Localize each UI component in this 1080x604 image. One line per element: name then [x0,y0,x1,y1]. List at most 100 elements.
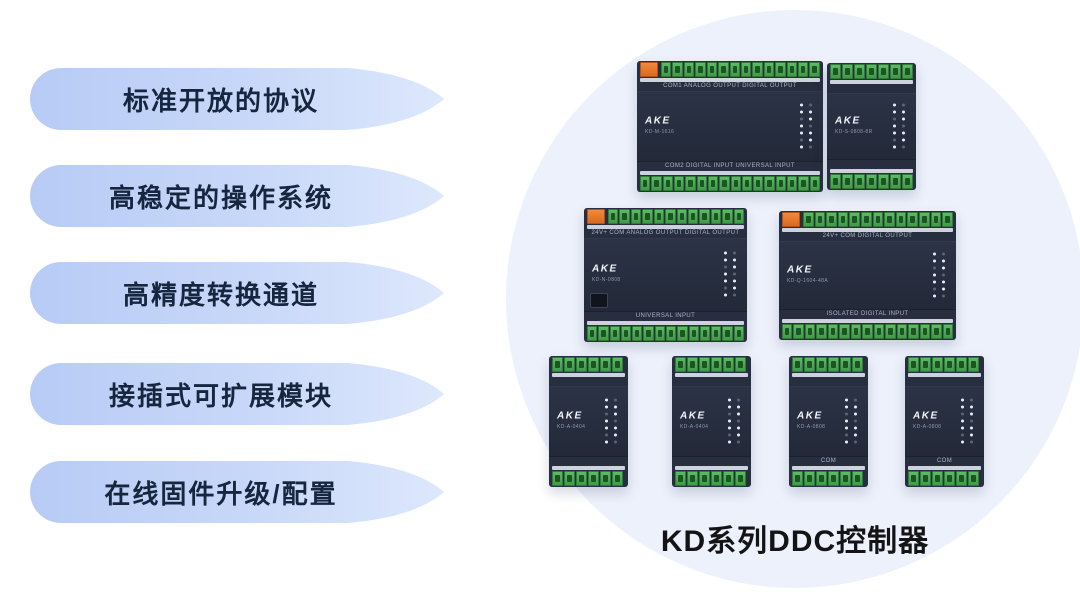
pill-arrow-shape [30,262,444,324]
led-dot [800,145,803,148]
pill-arrow-shape [30,461,444,523]
led-indicators [933,252,947,299]
terminal-block [707,176,719,191]
terminal-block [740,62,752,77]
terminal-number-strip [792,373,865,377]
led-dot [902,131,905,134]
terminal-block [733,326,744,341]
port-labels-top [789,377,868,386]
terminal-row-bottom [905,470,984,487]
terminal-number-strip [675,373,748,377]
terminal-block [804,324,816,339]
terminal-block [651,176,662,191]
pill-arrow-shape [30,68,444,130]
led-dot [605,398,608,401]
led-indicators [724,251,738,299]
terminal-block [932,471,943,486]
terminal-block [687,209,699,224]
model-label: KD-N-0808 [592,277,621,284]
terminal-block [688,326,699,341]
feature-label: 标准开放的协议 [122,85,319,116]
led-dot [728,426,731,429]
model-label: KD-A-0808 [797,423,826,430]
port-labels-bottom [827,160,916,169]
led-dot [854,398,857,401]
terminal-block [956,471,967,486]
terminal-block [552,471,563,486]
terminal-block [630,209,642,224]
terminal-row-bottom [789,470,868,487]
terminal-block [920,357,931,372]
terminal-block [665,326,677,341]
led-dot [614,433,617,436]
led-dot [854,419,857,422]
led-dot [845,426,848,429]
terminal-row-bottom [584,325,747,342]
model-label: KD-A-0404 [557,423,586,430]
terminal-block [816,324,827,339]
terminal-block [830,64,841,79]
terminal-block [775,62,786,77]
feature-pill-1: 标准开放的协议 [30,68,448,130]
terminal-number-strip [552,466,625,470]
terminal-block [786,62,798,77]
terminal-block [830,174,841,189]
led-dot [942,294,945,297]
led-dot [728,440,731,443]
terminal-block [735,357,746,372]
model-label: KD-Q-1604-48A [787,278,829,285]
led-dot [605,419,608,422]
led-dot [605,426,608,429]
led-dot [854,405,857,408]
power-connector [640,62,658,77]
terminal-block [685,176,696,191]
terminal-block [552,357,563,372]
led-dot [933,266,936,269]
led-dot [970,419,973,422]
led-dot [733,293,736,297]
terminal-block [598,326,609,341]
terminal-block [942,212,953,227]
led-indicators [961,398,975,445]
led-indicators [845,398,859,445]
led-dot [737,433,740,436]
port-labels-bottom: UNIVERSAL INPUT [635,313,696,319]
led-dot [942,287,945,290]
terminal-block [676,209,687,224]
led-dot [902,117,905,120]
terminal-block [839,324,850,339]
terminal-block [752,62,763,77]
led-dot [893,103,896,106]
led-dot [724,272,727,276]
terminal-row-top [584,208,747,225]
terminal-row-bottom [779,323,956,340]
terminal-block [687,471,698,486]
led-dot [961,433,964,436]
led-dot [933,259,936,262]
led-dot [605,440,608,443]
terminal-block [885,324,896,339]
brand-logo: AKE [557,410,583,422]
terminal-block [729,62,740,77]
terminal-block [878,174,889,189]
led-dot [845,412,848,415]
led-dot [737,440,740,443]
terminal-number-strip [908,373,981,377]
led-dot [970,405,973,408]
terminal-block [699,209,710,224]
terminal-block [792,471,803,486]
terminal-block [878,64,889,79]
terminal-block [854,64,865,79]
led-dot [728,412,731,415]
terminal-block [787,176,798,191]
led-dot [733,251,736,255]
led-indicators [800,103,814,150]
terminal-block [723,471,734,486]
terminal-block [632,326,643,341]
terminal-block [642,209,653,224]
led-dot [809,124,812,127]
terminal-block [654,326,665,341]
terminal-block [932,357,943,372]
